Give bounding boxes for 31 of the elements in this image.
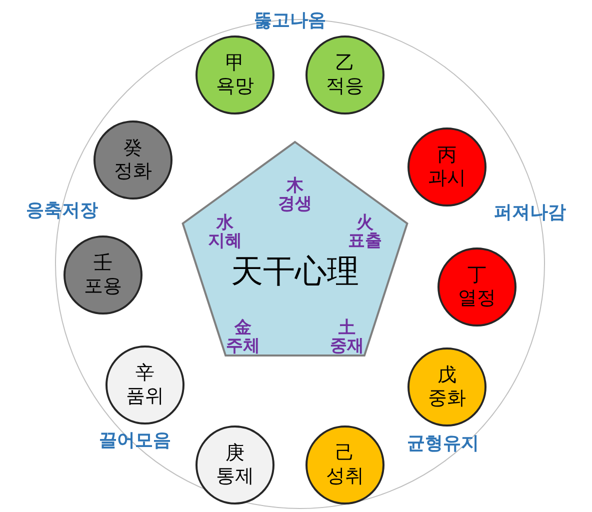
stem-circle bbox=[305, 35, 385, 115]
group-label: 균형유지 bbox=[407, 432, 479, 455]
stem-text: 庚 통제 bbox=[215, 442, 255, 488]
stem-circle bbox=[93, 120, 173, 200]
stem-circle bbox=[63, 235, 143, 315]
stem-text: 甲 욕망 bbox=[215, 52, 255, 98]
stem-text: 己 성취 bbox=[325, 442, 365, 488]
element-label: 金 주체 bbox=[225, 318, 262, 356]
stem-circle bbox=[407, 127, 487, 207]
stem-text: 癸 정화 bbox=[113, 137, 153, 183]
stem-circle bbox=[407, 347, 487, 427]
stem-text: 丁 열정 bbox=[457, 264, 497, 310]
stem-circle bbox=[195, 425, 275, 505]
stem-text: 戊 중화 bbox=[427, 364, 467, 410]
center-title: 天干心理 bbox=[231, 250, 359, 292]
element-label: 土 중재 bbox=[329, 318, 366, 356]
group-label: 퍼져나감 bbox=[494, 201, 566, 224]
group-label: 끌어모음 bbox=[99, 429, 171, 452]
stem-circle bbox=[437, 247, 517, 327]
element-label: 木 경생 bbox=[277, 176, 314, 214]
element-label: 水 지혜 bbox=[207, 214, 244, 251]
group-label: 응축저장 bbox=[26, 199, 98, 222]
stem-text: 丙 과시 bbox=[427, 144, 467, 190]
stem-circle bbox=[195, 35, 275, 115]
stem-circle bbox=[105, 345, 185, 425]
group-label: 뚫고나옴 bbox=[254, 9, 326, 32]
element-label: 火 표출 bbox=[347, 214, 384, 251]
stem-text: 乙 적응 bbox=[325, 52, 365, 98]
stem-text: 壬 포용 bbox=[83, 252, 123, 298]
stem-text: 辛 품위 bbox=[125, 362, 165, 408]
stem-circle bbox=[305, 425, 385, 505]
